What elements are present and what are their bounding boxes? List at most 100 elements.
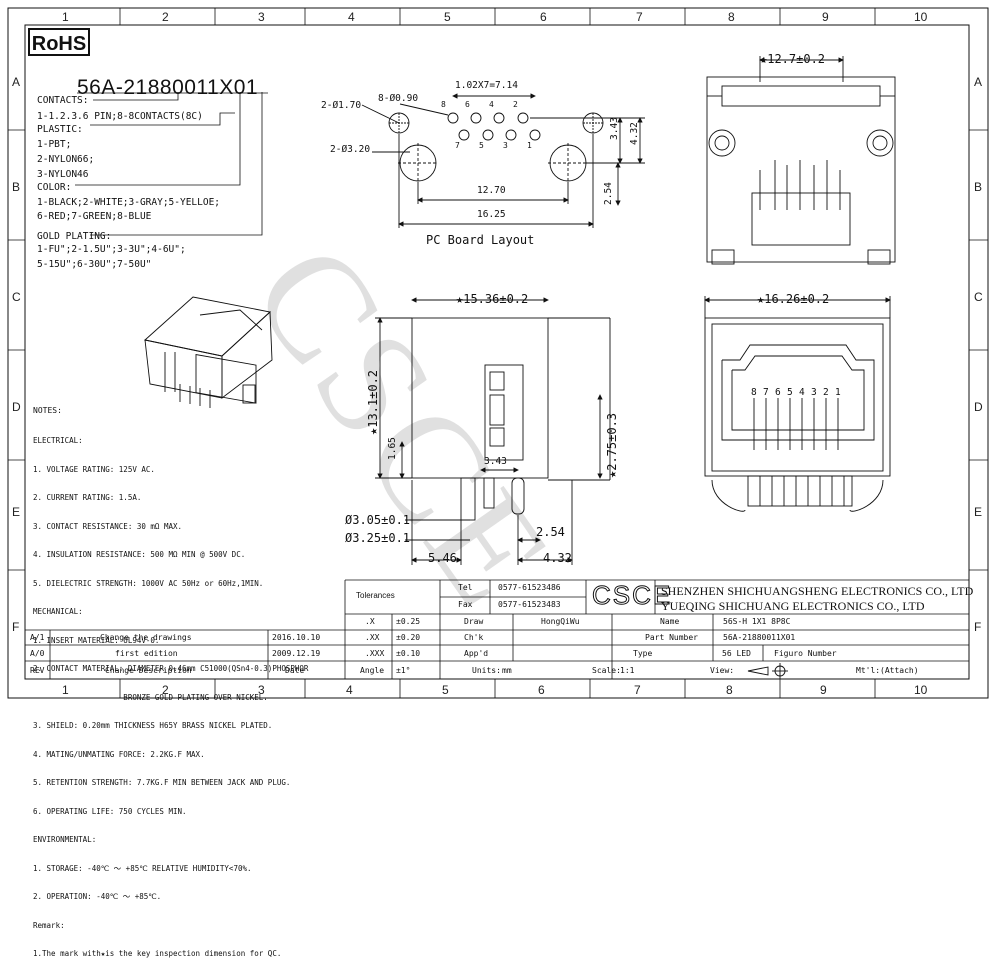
tol-value: ±0.25: [396, 617, 421, 626]
material-label: Mt'l:: [856, 666, 881, 675]
front-view-dim: ★16.26±0.2: [757, 292, 830, 306]
pcb-pin-label: 6: [465, 100, 470, 109]
pcb-pin-label: 8: [441, 100, 446, 109]
tol-value: ±0.20: [396, 633, 421, 642]
front-pin-label: 2: [823, 387, 829, 398]
part-number-value: 56A-21880011X01: [723, 633, 796, 642]
grid-col-3-bottom: 3: [258, 683, 265, 697]
grid-row-b-right: B: [974, 180, 983, 194]
name-value: 56S-H 1X1 8P8C: [723, 617, 791, 626]
plastic-title: PLASTIC:: [37, 124, 83, 135]
fax-value: 0577-61523483: [498, 600, 561, 609]
pcb-dim-1270: 12.70: [477, 185, 506, 196]
grid-col-9: 9: [822, 10, 829, 24]
grid-col-7-bottom: 7: [634, 683, 641, 697]
scale-value: 1:1: [620, 666, 635, 675]
front-pin-label: 7: [763, 387, 769, 398]
gold-value-1: 1-FU";2-1.5U";3-3U";4-6U";: [37, 244, 186, 255]
color-value-1: 1-BLACK;2-WHITE;3-GRAY;5-YELLOE;: [37, 197, 221, 208]
grid-col-7: 7: [636, 10, 643, 24]
grid-col-4-bottom: 4: [346, 683, 353, 697]
note-line: 6. OPERATING LIFE: 750 CYCLES MIN.: [33, 806, 187, 816]
grid-row-d-right: D: [974, 400, 983, 414]
front-pin-label: 8: [751, 387, 757, 398]
pcb-dim-432: 4.32: [629, 122, 640, 145]
grid-col-10-bottom: 10: [914, 683, 928, 697]
front-pin-label: 1: [835, 387, 841, 398]
grid-col-6: 6: [540, 10, 547, 24]
notes-title: NOTES:: [33, 406, 62, 415]
note-line: 1.The mark with★is the key inspection di…: [33, 949, 282, 958]
top-view: [706, 56, 896, 265]
draw-label: Draw: [464, 617, 484, 626]
rev-date-header: Date: [285, 666, 305, 675]
pcb-pin-label: 3: [503, 141, 508, 150]
plastic-value-3: 3-NYLON46: [37, 169, 89, 180]
company-logo: CSCE: [591, 580, 673, 610]
note-line: 5. DIELECTRIC STRENGTH: 1000V AC 50Hz or…: [33, 578, 264, 588]
grid-col-5-bottom: 5: [442, 683, 449, 697]
note-line: 1. INSERT MATERIAL: UL94V-0.: [33, 635, 160, 645]
front-pin-label: 3: [811, 387, 817, 398]
rev-id: A/0: [30, 649, 45, 658]
grid-col-9-bottom: 9: [820, 683, 827, 697]
pcb-pin-label: 7: [455, 141, 460, 150]
tol-key: .XXX: [365, 649, 385, 658]
grid-col-3: 3: [258, 10, 265, 24]
name-label: Name: [660, 617, 680, 626]
grid-col-2: 2: [162, 10, 169, 24]
tolerances-label: Tolerances: [356, 591, 395, 600]
part-number-label: Part Number: [645, 633, 698, 642]
side-dim-275: ★2.75±0.3: [605, 412, 619, 478]
grid-row-a-right: A: [974, 75, 983, 89]
note-line: 2. CONTACT MATERIAL: DIAMETER 0.46mm C51…: [33, 664, 309, 673]
fax-label: Fax: [458, 600, 473, 609]
pcb-pin-label: 1: [527, 141, 532, 150]
pcb-layout: [361, 93, 645, 228]
side-dim-254: 2.54: [536, 525, 565, 539]
rev-description: first edition: [115, 649, 178, 658]
grid-col-6-bottom: 6: [538, 683, 545, 697]
color-title: COLOR:: [37, 182, 72, 193]
check-label: Ch'k: [464, 633, 484, 642]
tol-key: Angle: [360, 666, 385, 675]
note-line: 1. STORAGE: -40℃ ～ +85℃ RELATIVE HUMIDIT…: [33, 863, 252, 873]
side-dim-d325: Ø3.25±0.1: [345, 531, 411, 545]
tol-value: ±0.10: [396, 649, 421, 658]
tel-value: 0577-61523486: [498, 583, 561, 592]
drawing-sheet: 1 2 3 4 5 6 7 8 9 10 1 2 3 4 5 6 7 8 9 1…: [7, 7, 989, 958]
draw-value: HongQiWu: [541, 617, 580, 626]
grid-col-4: 4: [348, 10, 355, 24]
plastic-value-1: 1-PBT;: [37, 139, 72, 150]
scale-label: Scale:: [592, 666, 621, 675]
pcb-pin-label: 2: [513, 100, 518, 109]
note-line: 1. VOLTAGE RATING: 125V AC.: [33, 464, 155, 474]
grid-row-e: E: [12, 505, 21, 519]
pcb-dim-343: 3.43: [609, 117, 620, 140]
type-value: 56 LED: [722, 649, 751, 658]
gold-title: GOLD PLATING:: [37, 231, 112, 242]
side-dim-width: ★15.36±0.2: [456, 292, 529, 306]
side-view: [375, 297, 611, 565]
pcb-dim-hole-090: 8-Ø0.90: [378, 93, 419, 104]
grid-col-8: 8: [728, 10, 735, 24]
grid-row-b: B: [12, 180, 21, 194]
units-label: Units:: [472, 666, 501, 675]
pcb-dim-1625: 16.25: [477, 209, 506, 220]
grid-row-f: F: [12, 620, 20, 634]
rev-description: Change the drawings: [100, 633, 192, 642]
side-dim-d305: Ø3.05±0.1: [345, 513, 411, 527]
type-label: Type: [633, 649, 653, 658]
grid-row-a: A: [12, 75, 21, 89]
grid-col-2-bottom: 2: [162, 683, 169, 697]
color-value-2: 6-RED;7-GREEN;8-BLUE: [37, 211, 152, 222]
note-line: MECHANICAL:: [33, 607, 83, 616]
grid-col-1-bottom: 1: [62, 683, 69, 697]
front-pin-label: 4: [799, 387, 805, 398]
rev-description-header: Change Description: [105, 666, 192, 675]
material-value: (Attach): [880, 666, 919, 675]
approve-label: App'd: [464, 649, 489, 658]
note-line: ELECTRICAL:: [33, 436, 83, 445]
grid-col-5: 5: [444, 10, 451, 24]
gold-value-2: 5-15U";6-30U";7-50U": [37, 259, 152, 270]
